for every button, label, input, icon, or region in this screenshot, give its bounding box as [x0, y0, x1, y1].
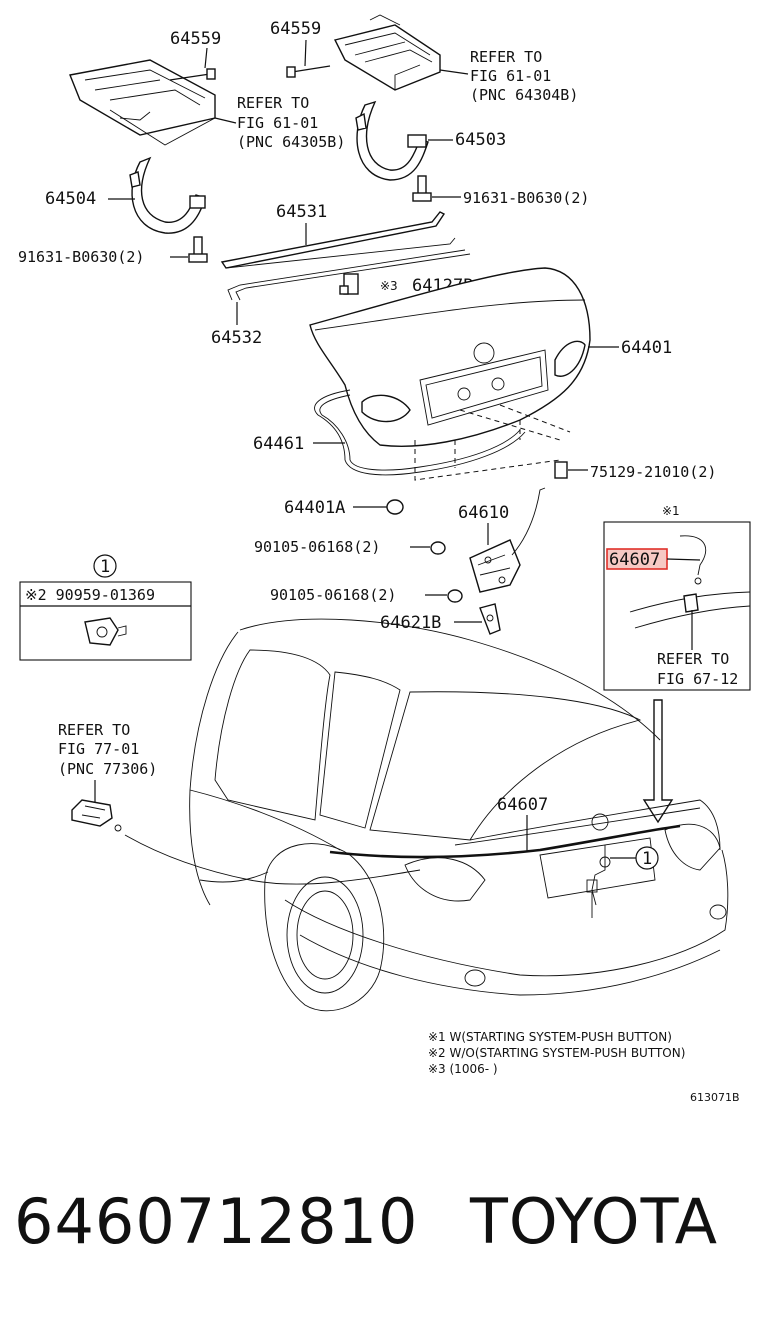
label-64401a: 64401A [284, 498, 345, 518]
torsion-bar-64532 [227, 249, 471, 301]
label-91631-left: 91631-B0630(2) [18, 248, 144, 266]
label-64610: 64610 [458, 503, 509, 523]
emblem-75129 [554, 461, 568, 479]
inset-refer-line2: FIG 67-12 [657, 670, 738, 688]
detail-1-part: ※2 90959-01369 [25, 586, 155, 604]
bolt-91631-right [412, 175, 432, 202]
label-64559-left: 64559 [170, 29, 221, 49]
bolt-64559-right [286, 65, 331, 78]
refer-b-line1: REFER TO [237, 94, 309, 112]
refer-b-line3: (PNC 64305B) [237, 133, 345, 151]
lock-assembly-64610 [469, 487, 546, 593]
diagram-code: 613071B [690, 1091, 740, 1104]
label-64401: 64401 [621, 338, 672, 358]
bolt-90105-b [447, 589, 463, 603]
label-64504: 64504 [45, 189, 96, 209]
striker-64621b [479, 603, 501, 635]
right-shelf-bracket [333, 14, 441, 91]
cushion-64401a [386, 499, 404, 515]
label-64461: 64461 [253, 434, 304, 454]
label-64503: 64503 [455, 130, 506, 150]
label-64127b-mark: ※3 [380, 279, 398, 293]
refer-a-line3: (PNC 64304B) [470, 86, 578, 104]
refer-b-line2: FIG 61-01 [237, 114, 318, 132]
car-body [189, 618, 729, 1012]
label-91631-right: 91631-B0630(2) [463, 189, 589, 207]
label-64607-highlight: 64607 [609, 550, 660, 570]
label-64559-right: 64559 [270, 19, 321, 39]
refer-a-line2: FIG 61-01 [470, 67, 551, 85]
label-64607: 64607 [497, 795, 548, 815]
brand-name: TOYOTA [470, 1185, 719, 1258]
refer-c-line1: REFER TO [58, 721, 130, 739]
detail-1-box [19, 554, 192, 661]
left-shelf-bracket [69, 59, 216, 146]
refer-c-line3: (PNC 77306) [58, 760, 157, 778]
label-90105-b: 90105-06168(2) [270, 586, 396, 604]
inset-refer-line1: REFER TO [657, 650, 729, 668]
refer-a-line1: REFER TO [470, 48, 542, 66]
label-64532: 64532 [211, 328, 262, 348]
luggage-lid-64401 [309, 267, 591, 447]
part-number: 6460712810 [14, 1185, 419, 1258]
inset-mark: ※1 [662, 504, 680, 518]
clip-64127b [339, 273, 359, 295]
bolt-91631-left [188, 236, 208, 263]
opener-switch [71, 799, 113, 827]
bolt-64559-left [169, 68, 216, 81]
hinge-64504 [129, 156, 206, 234]
detail-1-marker-number: 1 [642, 849, 652, 869]
weatherstrip-64461 [314, 389, 526, 476]
callout-arrow [642, 699, 674, 824]
label-75129: 75129-21010(2) [590, 463, 716, 481]
footer: 6460712810 TOYOTA [0, 1185, 760, 1285]
hinge-64503 [355, 100, 429, 181]
label-64621b: 64621B [380, 613, 441, 633]
torsion-bar-64531 [220, 211, 456, 269]
detail-1-number: 1 [100, 557, 110, 577]
note-1: ※1 W(STARTING SYSTEM-PUSH BUTTON) [428, 1030, 672, 1044]
label-90105-a: 90105-06168(2) [254, 538, 380, 556]
note-2: ※2 W/O(STARTING SYSTEM-PUSH BUTTON) [428, 1046, 685, 1060]
bolt-90105-a [430, 541, 446, 555]
label-64531: 64531 [276, 202, 327, 222]
note-3: ※3 (1006- ) [428, 1062, 498, 1076]
refer-c-line2: FIG 77-01 [58, 740, 139, 758]
